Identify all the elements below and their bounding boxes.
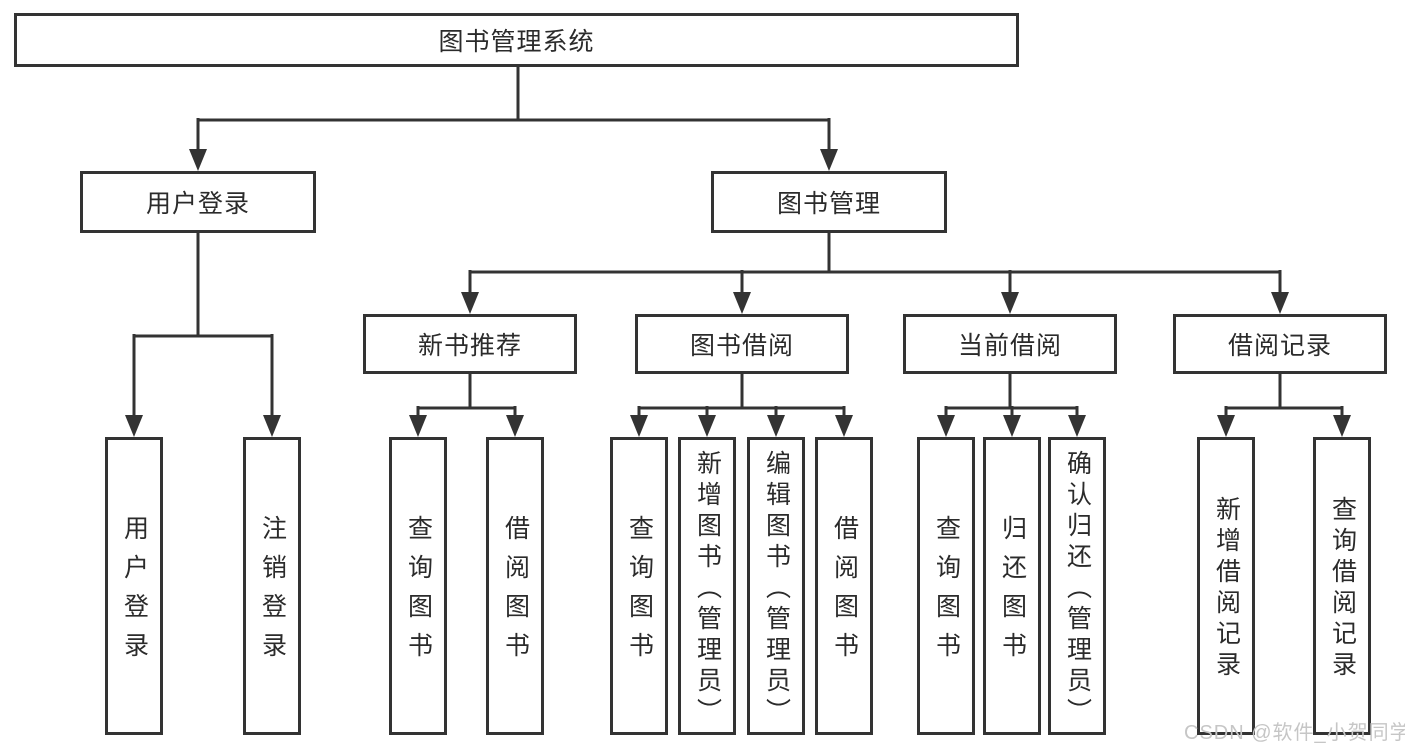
node-current-borrow-label: 当前借阅 [957,332,1062,360]
arrowhead-icon [506,415,524,437]
connector-book-borrow-children [630,374,853,437]
leaf-user-login: 用户登录 [105,437,163,735]
node-current-borrow: 当前借阅 [903,314,1117,374]
leaf-confirm-return-admin-label: 确认归还（管理员） [1063,449,1092,729]
leaf-query-borrow-record-label: 查询借阅记录 [1328,496,1357,682]
leaf-add-borrow-record-label: 新增借阅记录 [1212,496,1241,682]
arrowhead-icon [189,149,207,171]
node-user-login-label: 用户登录 [145,190,250,218]
arrowhead-icon [937,415,955,437]
connector-new-book-recommend-children [409,374,524,437]
node-book-borrow: 图书借阅 [635,314,849,374]
arrowhead-icon [1001,292,1019,314]
leaf-edit-book-admin: 编辑图书（管理员） [747,437,805,735]
connector-line [416,374,517,416]
arrowhead-icon [1333,415,1351,437]
leaf-query-books-borrow-label: 查询图书 [625,515,654,671]
leaf-return-books-label: 归还图书 [998,515,1027,671]
leaf-query-books-recommend: 查询图书 [389,437,447,735]
leaf-logout-label: 注销登录 [258,515,287,671]
arrowhead-icon [1217,415,1235,437]
connector-line [637,374,846,416]
node-book-management: 图书管理 [711,171,947,233]
connector-user-login-children [125,233,281,437]
connector-borrow-records-children [1217,374,1351,437]
arrowhead-icon [1003,415,1021,437]
leaf-edit-book-admin-label: 编辑图书（管理员） [762,449,791,729]
connector-line [1224,374,1344,416]
leaf-add-book-admin: 新增图书（管理员） [678,437,736,735]
arrowhead-icon [733,292,751,314]
leaf-query-books-current-label: 查询图书 [932,515,961,671]
leaf-borrow-books-recommend: 借阅图书 [486,437,544,735]
leaf-return-books: 归还图书 [983,437,1041,735]
leaf-borrow-books: 借阅图书 [815,437,873,735]
arrowhead-icon [630,415,648,437]
connector-current-borrow-children [937,374,1086,437]
leaf-add-borrow-record: 新增借阅记录 [1197,437,1255,735]
leaf-query-books-recommend-label: 查询图书 [404,515,433,671]
arrowhead-icon [1271,292,1289,314]
connector-line [132,233,274,416]
leaf-logout: 注销登录 [243,437,301,735]
connector-line [196,67,831,150]
node-book-management-label: 图书管理 [776,190,881,218]
arrowhead-icon [698,415,716,437]
node-root-label: 图书管理系统 [438,28,595,56]
node-new-book-recommend: 新书推荐 [363,314,577,374]
node-borrow-records-label: 借阅记录 [1227,332,1332,360]
arrowhead-icon [409,415,427,437]
leaf-query-borrow-record: 查询借阅记录 [1313,437,1371,735]
arrowhead-icon [1068,415,1086,437]
leaf-query-books-borrow: 查询图书 [610,437,668,735]
connector-line [944,374,1079,416]
csdn-watermark: CSDN @软件_小贺同学 [1184,722,1405,744]
node-new-book-recommend-label: 新书推荐 [417,332,522,360]
connector-book-management-children [461,233,1289,314]
arrowhead-icon [461,292,479,314]
connector-root-to-level2 [189,67,838,171]
leaf-user-login-label: 用户登录 [120,515,149,671]
arrowhead-icon [835,415,853,437]
leaf-borrow-books-label: 借阅图书 [830,515,859,671]
leaf-borrow-books-recommend-label: 借阅图书 [501,515,530,671]
leaf-confirm-return-admin: 确认归还（管理员） [1048,437,1106,735]
node-user-login: 用户登录 [80,171,316,233]
arrowhead-icon [767,415,785,437]
node-borrow-records: 借阅记录 [1173,314,1387,374]
leaf-add-book-admin-label: 新增图书（管理员） [693,449,722,729]
connector-line [468,233,1282,293]
leaf-query-books-current: 查询图书 [917,437,975,735]
arrowhead-icon [125,415,143,437]
arrowhead-icon [820,149,838,171]
node-root: 图书管理系统 [14,13,1019,67]
node-book-borrow-label: 图书借阅 [689,332,794,360]
arrowhead-icon [263,415,281,437]
